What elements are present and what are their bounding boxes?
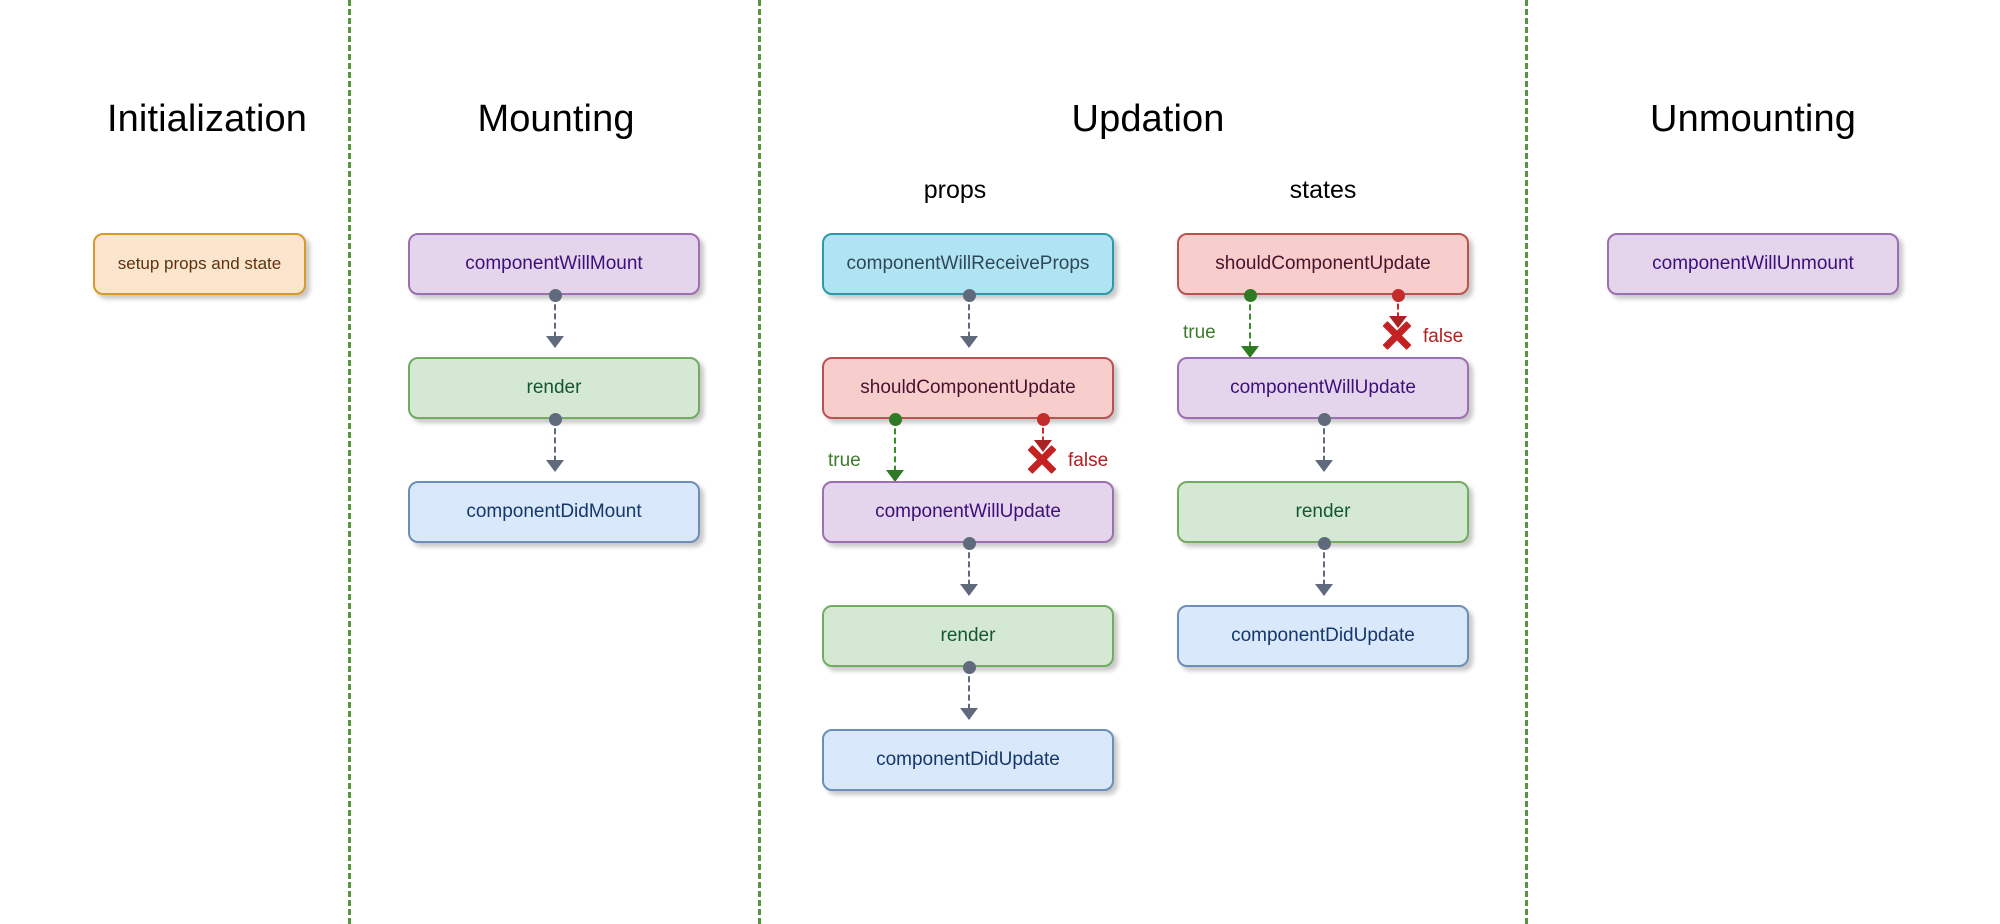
connector-line: [1249, 295, 1251, 357]
connector-line: [554, 295, 556, 347]
section-title-mounting: Mounting: [477, 98, 635, 140]
connector-line: [968, 667, 970, 719]
connector-start-dot: [1318, 537, 1331, 550]
node-component-did-update-props[interactable]: componentDidUpdate: [822, 729, 1114, 791]
connector-arrowhead-icon: [1315, 460, 1333, 472]
node-should-component-update-states[interactable]: shouldComponentUpdate: [1177, 233, 1469, 295]
column-divider-2: [758, 0, 761, 924]
connector-start-dot: [1037, 413, 1050, 426]
connector-line: [1323, 543, 1325, 595]
connector-arrowhead-icon: [960, 708, 978, 720]
column-divider-3: [1525, 0, 1528, 924]
node-component-will-update-states[interactable]: componentWillUpdate: [1177, 357, 1469, 419]
terminator-x-icon-props: [1025, 442, 1059, 476]
connector-start-dot: [963, 289, 976, 302]
section-title-initialization: Initialization: [107, 98, 307, 140]
connector-arrowhead-icon: [1315, 584, 1333, 596]
node-component-will-unmount[interactable]: componentWillUnmount: [1607, 233, 1899, 295]
connector-arrowhead-icon: [960, 584, 978, 596]
branch-label-false-states: false: [1423, 326, 1464, 347]
connector-line: [554, 419, 556, 471]
branch-label-true-props: true: [828, 450, 861, 471]
connector-line: [968, 295, 970, 347]
node-render-props[interactable]: render: [822, 605, 1114, 667]
node-component-will-update-props[interactable]: componentWillUpdate: [822, 481, 1114, 543]
node-component-will-mount[interactable]: componentWillMount: [408, 233, 700, 295]
node-render-mounting[interactable]: render: [408, 357, 700, 419]
connector-start-dot: [889, 413, 902, 426]
branch-label-true-states: true: [1183, 322, 1216, 343]
connector-arrowhead-icon: [1241, 346, 1259, 358]
node-component-did-update-states[interactable]: componentDidUpdate: [1177, 605, 1469, 667]
connector-line: [894, 419, 896, 481]
connector-start-dot: [1318, 413, 1331, 426]
node-render-states[interactable]: render: [1177, 481, 1469, 543]
node-should-component-update-props[interactable]: shouldComponentUpdate: [822, 357, 1114, 419]
connector-arrowhead-icon: [546, 460, 564, 472]
subsection-title-props: props: [923, 176, 987, 204]
connector-arrowhead-icon: [886, 470, 904, 482]
connector-start-dot: [549, 413, 562, 426]
terminator-x-icon-states: [1380, 318, 1414, 352]
section-title-updation: Updation: [1071, 98, 1225, 140]
branch-label-false-props: false: [1068, 450, 1109, 471]
connector-start-dot: [1244, 289, 1257, 302]
connector-line: [1042, 419, 1044, 451]
connector-start-dot: [1392, 289, 1405, 302]
connector-start-dot: [963, 661, 976, 674]
subsection-title-states: states: [1289, 176, 1357, 204]
node-component-did-mount[interactable]: componentDidMount: [408, 481, 700, 543]
connector-line: [968, 543, 970, 595]
section-title-unmounting: Unmounting: [1650, 98, 1856, 140]
column-divider-1: [348, 0, 351, 924]
connector-line: [1397, 295, 1399, 327]
connector-arrowhead-icon: [546, 336, 564, 348]
connector-line: [1323, 419, 1325, 471]
connector-start-dot: [963, 537, 976, 550]
connector-arrowhead-icon: [960, 336, 978, 348]
node-component-will-receive-props[interactable]: componentWillReceiveProps: [822, 233, 1114, 295]
connector-start-dot: [549, 289, 562, 302]
node-setup-props-and-state[interactable]: setup props and state: [93, 233, 306, 295]
